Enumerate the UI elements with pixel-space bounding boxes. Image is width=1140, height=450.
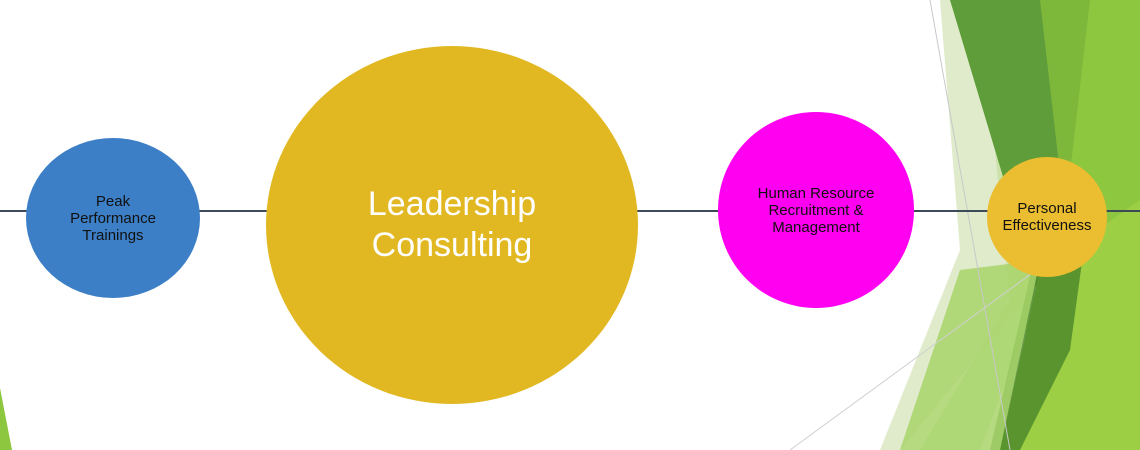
personal-effectiveness-node: Personal Effectiveness bbox=[987, 157, 1107, 277]
connector-line-leadership-hr bbox=[636, 210, 722, 212]
connector-line-right bbox=[1104, 210, 1140, 212]
light-lime-facet bbox=[900, 260, 1040, 450]
connector-line-peak-leadership bbox=[198, 210, 270, 212]
leadership-consulting-node: Leadership Consulting bbox=[266, 46, 638, 404]
thin-gray-line bbox=[789, 259, 1051, 450]
human-resource-node: Human Resource Recruitment & Management bbox=[718, 112, 914, 308]
node-label: Personal Effectiveness bbox=[1002, 200, 1092, 234]
connector-line-left bbox=[0, 210, 30, 212]
connector-line-hr-personal bbox=[912, 210, 990, 212]
node-label: Leadership Consulting bbox=[367, 185, 537, 264]
thin-gray-line bbox=[929, 0, 1011, 450]
deep-green-facet bbox=[990, 240, 1085, 450]
corner-green-facet bbox=[0, 388, 12, 450]
peak-performance-trainings-node: Peak Performance Trainings bbox=[26, 138, 200, 298]
node-label: Peak Performance Trainings bbox=[70, 192, 156, 244]
node-label: Human Resource Recruitment & Management bbox=[757, 184, 875, 236]
